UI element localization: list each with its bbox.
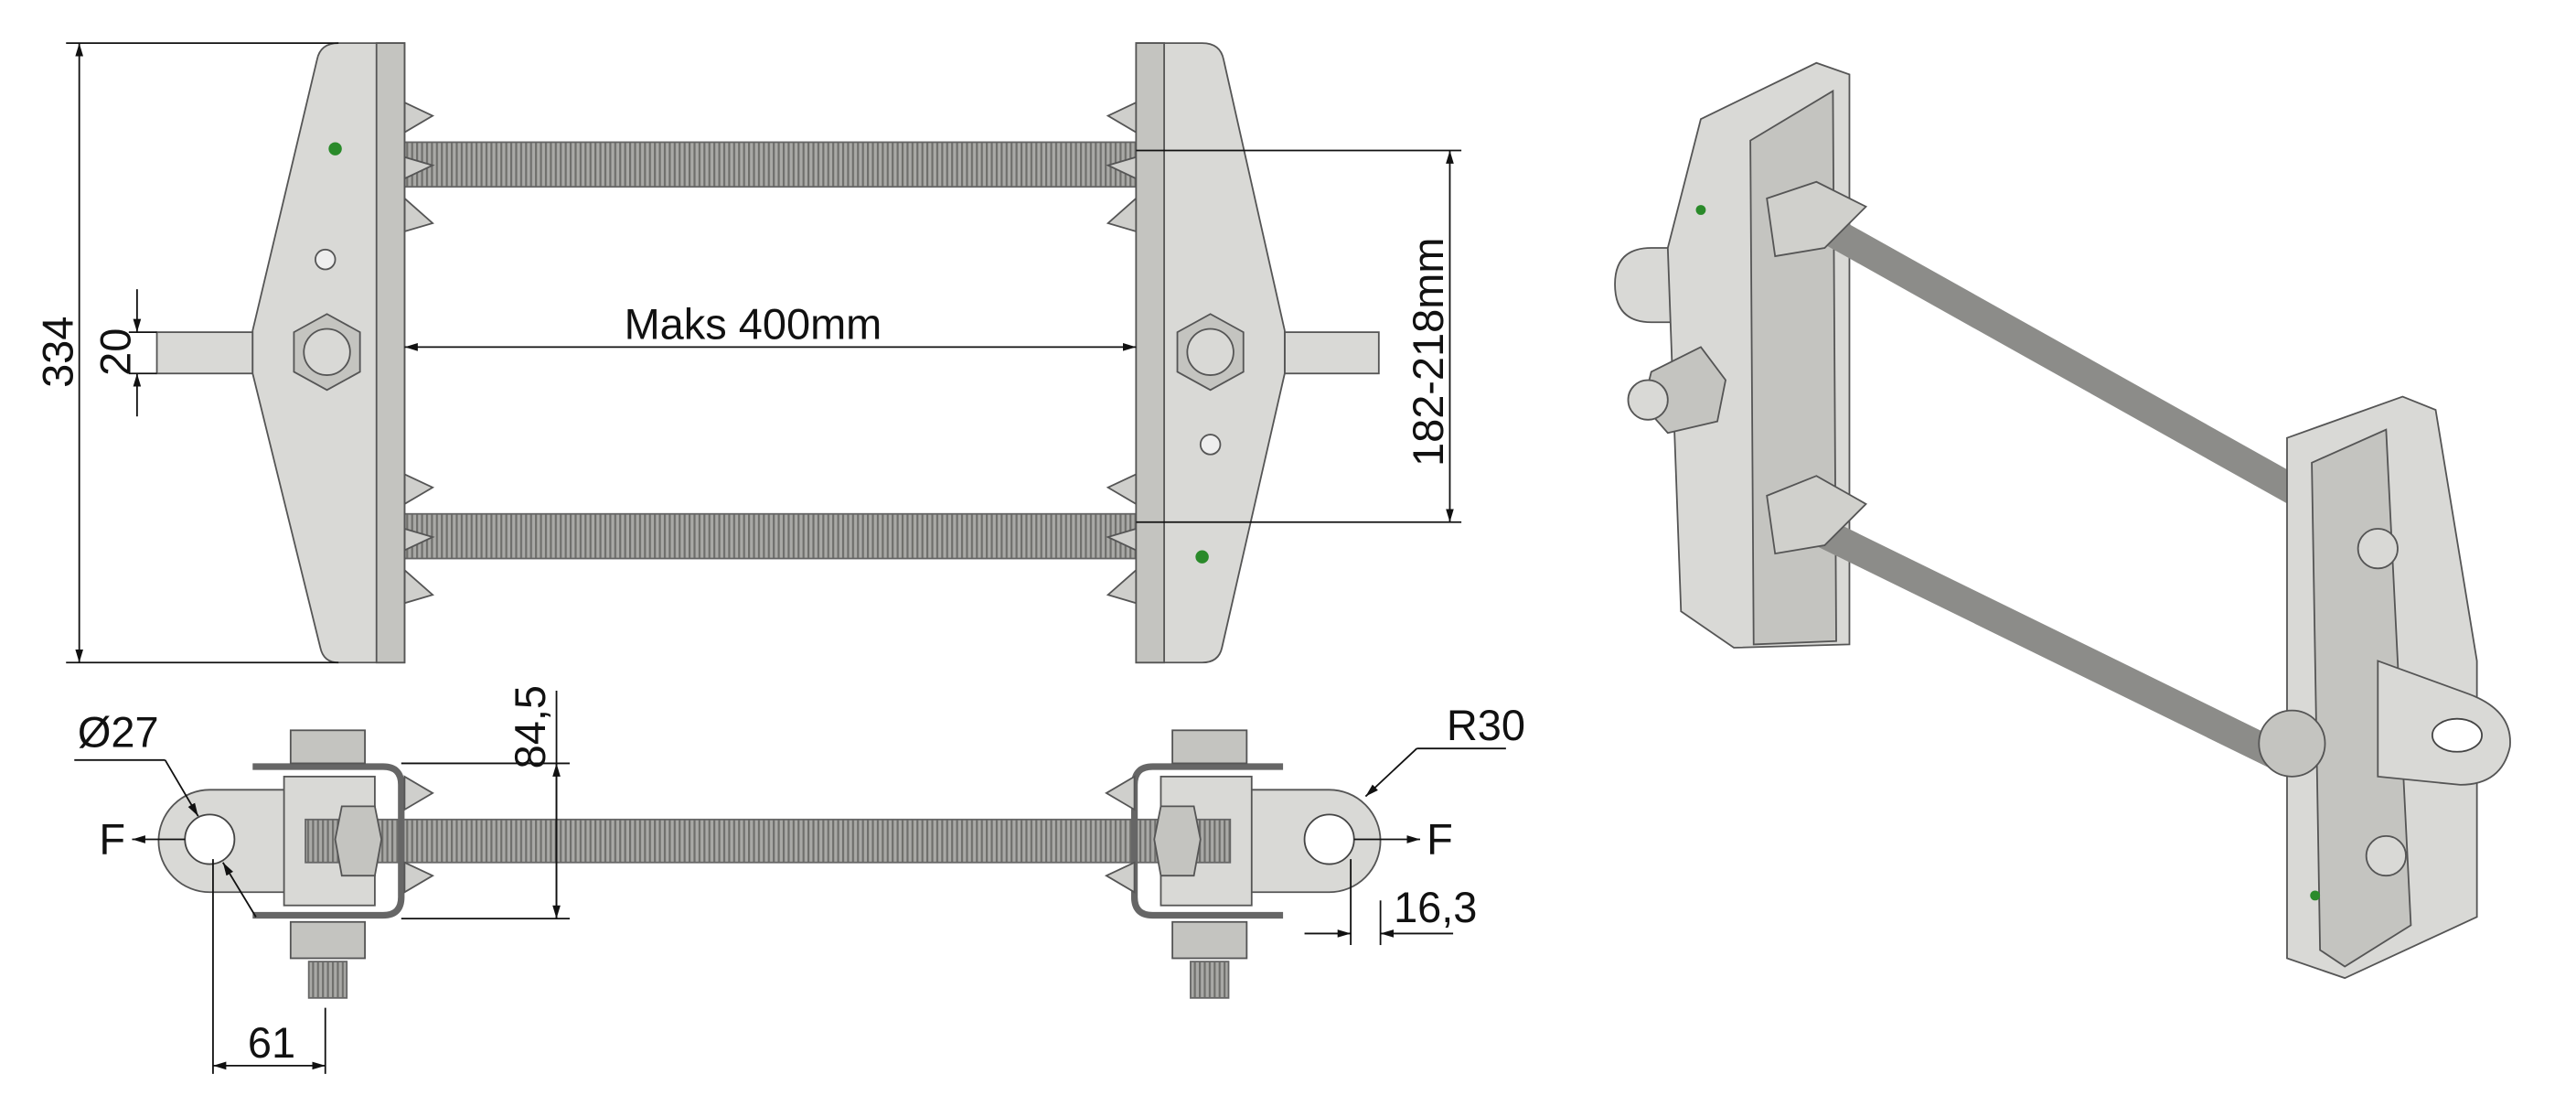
left-bolt-thread	[307, 961, 348, 999]
hole-diameter-label: Ø27	[78, 707, 159, 756]
isometric-view	[1614, 61, 2511, 980]
iso-rod-upper	[1801, 205, 2311, 510]
top-rod-lower	[403, 512, 1138, 560]
left-plate-hole	[314, 248, 337, 271]
iso-teeth	[1766, 180, 1868, 555]
iso-left-bracket-face	[1749, 89, 1837, 646]
right-bracket	[1130, 763, 1284, 919]
left-nut	[293, 313, 361, 392]
offset-dimension: 16,3	[1394, 883, 1477, 931]
top-view: 334 20 Maks 400mm 182-218mm	[33, 42, 1462, 664]
right-bolt-thread	[1190, 961, 1230, 999]
iso-right-eye-hole	[2431, 717, 2483, 753]
iso-left-nut	[1627, 346, 1726, 435]
tab-dimension: 20	[91, 328, 140, 376]
right-plate-edge	[1135, 42, 1165, 664]
left-teeth	[403, 775, 435, 894]
side-rod	[305, 818, 1232, 864]
height-dimension: 334	[33, 317, 81, 388]
left-eye-hole	[184, 813, 236, 865]
screw-icon	[1695, 205, 1706, 215]
right-bottom-nut	[1171, 920, 1248, 960]
top-rod-upper	[403, 141, 1138, 188]
dimension-lines-top	[66, 42, 1462, 664]
right-top-nut	[1171, 729, 1248, 765]
iso-bolt-end-upper	[2357, 528, 2399, 570]
left-inner-nut	[334, 805, 383, 877]
iso-right-nut	[2258, 709, 2326, 778]
span-label: Maks 400mm	[625, 299, 882, 348]
left-tab	[155, 331, 254, 375]
right-plate-hole	[1199, 434, 1222, 456]
rod-spacing-label: 182-218mm	[1404, 238, 1452, 467]
left-bottom-nut	[289, 920, 366, 960]
screw-icon	[328, 142, 342, 156]
force-left-label: F	[99, 815, 125, 864]
right-teeth	[1104, 775, 1136, 894]
iso-bolt-end-lower	[2365, 834, 2407, 877]
radius-label: R30	[1447, 701, 1525, 749]
left-plate-edge	[375, 42, 406, 664]
left-bracket	[252, 763, 405, 919]
left-top-nut	[289, 729, 366, 765]
right-eye-hole	[1303, 813, 1355, 865]
right-nut	[1176, 313, 1245, 392]
dimension-lines-side	[74, 690, 1506, 1074]
iso-rod-lower	[1801, 511, 2294, 774]
screw-icon	[1195, 550, 1209, 564]
force-right-label: F	[1427, 815, 1453, 864]
right-inner-nut	[1153, 805, 1202, 877]
screw-icon	[2310, 890, 2321, 901]
eye-dimension: 61	[248, 1018, 295, 1067]
right-tab	[1283, 331, 1380, 375]
side-view: Ø27 F F R30 84,5 16,3 61	[74, 685, 1525, 1074]
depth-dimension: 84,5	[506, 685, 554, 768]
